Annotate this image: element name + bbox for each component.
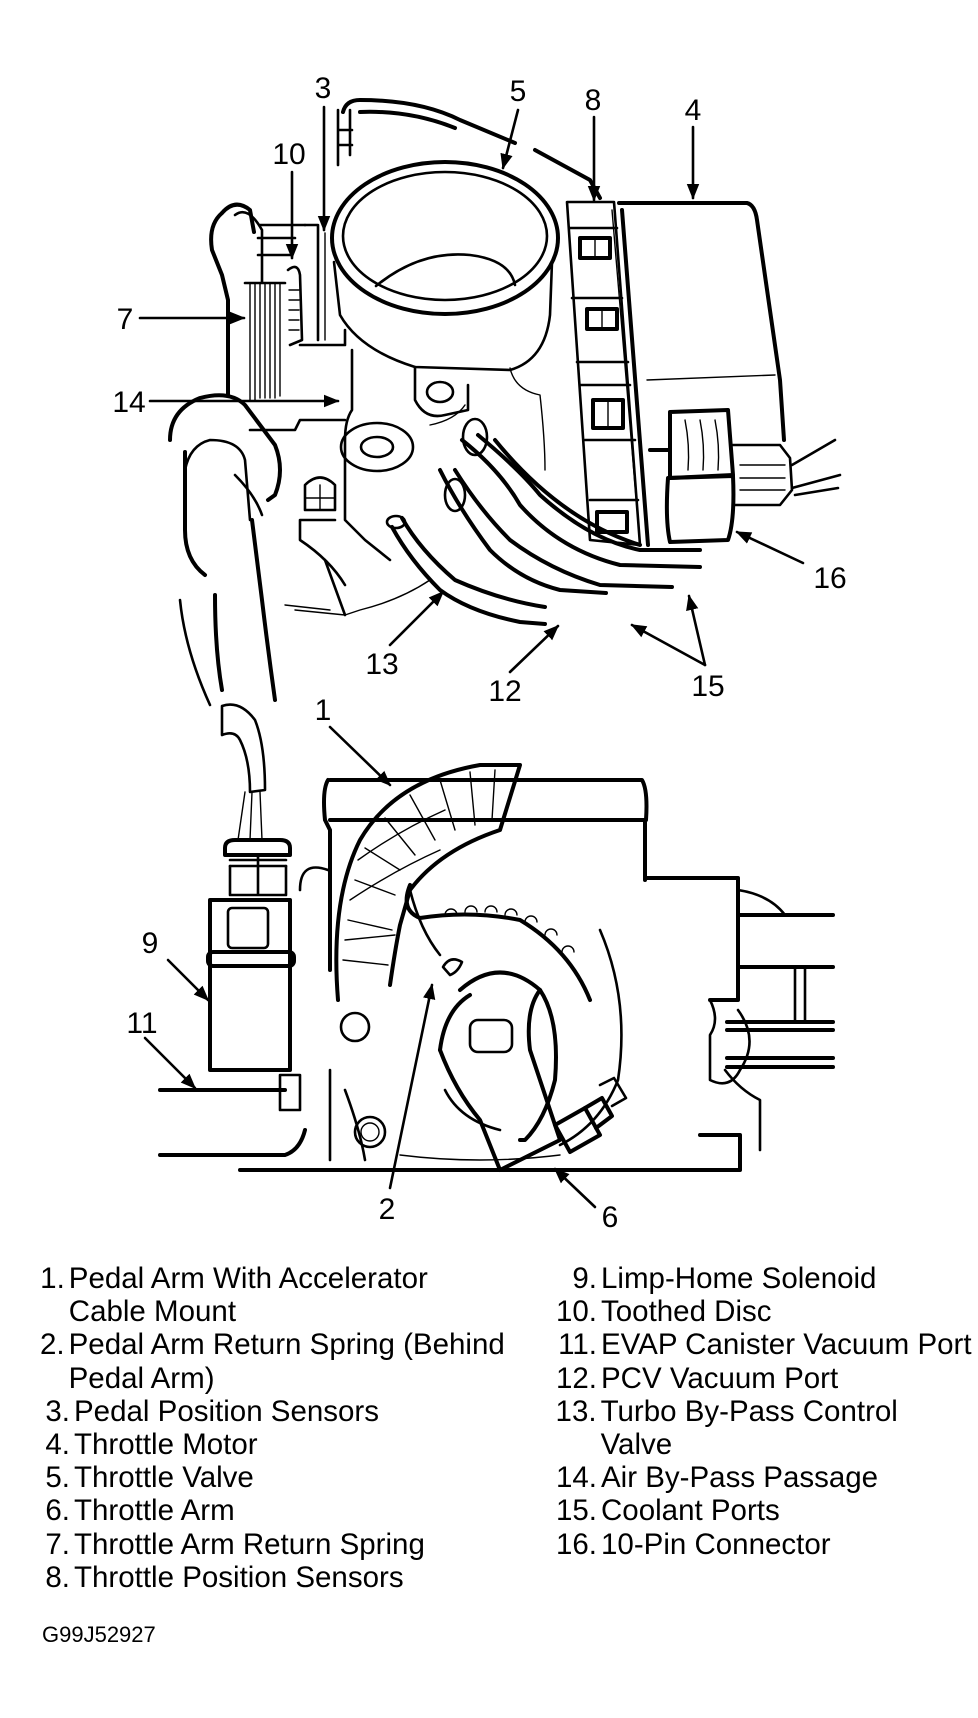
legend-text: Limp-Home Solenoid [601, 1262, 877, 1295]
throttle-position-sensors [565, 200, 642, 547]
legend-text: Air By-Pass Passage [601, 1461, 879, 1495]
leader-16 [735, 530, 805, 565]
legend-text: Throttle Motor [74, 1428, 258, 1462]
figure-code: G99J52927 [42, 1622, 156, 1647]
legend-number: 4. [45, 1428, 70, 1462]
legend-item: 7.Throttle Arm Return Spring [40, 1528, 510, 1561]
legend-text: EVAP Canister Vacuum Port [601, 1328, 972, 1362]
legend-item: 10.Toothed Disc [535, 1295, 975, 1328]
legend-number: 7. [45, 1527, 70, 1561]
leader-15a [686, 594, 707, 667]
leader-6 [553, 1167, 597, 1209]
legend-item: 13.Turbo By-Pass Control Valve [535, 1395, 975, 1461]
legend-number: 6. [45, 1494, 70, 1528]
leader-13 [388, 590, 445, 647]
callout-labels: 3 5 8 4 10 7 14 16 13 12 15 1 9 11 2 6 [112, 72, 846, 1234]
pedal-arm [334, 763, 522, 1043]
legend-number: 5. [45, 1461, 70, 1495]
callout-1: 1 [315, 694, 332, 727]
callout-5: 5 [510, 75, 527, 108]
legend-item: 12.PCV Vacuum Port [535, 1362, 975, 1395]
leader-15b [630, 623, 707, 667]
legend-text: Throttle Valve [74, 1461, 254, 1495]
callout-12: 12 [488, 675, 521, 708]
callout-4: 4 [685, 94, 702, 127]
callout-2: 2 [379, 1193, 396, 1226]
throttle-valve [330, 160, 560, 372]
legend-number: 9. [572, 1262, 597, 1295]
legend-item: 16.10-Pin Connector [535, 1528, 975, 1561]
leader-11 [143, 1036, 197, 1090]
throttle-body-illustration: 3 5 8 4 10 7 14 16 13 12 15 1 9 11 2 6 [112, 72, 846, 1234]
lower-housing [158, 888, 835, 1172]
leader-5 [500, 108, 520, 170]
legend-item: 1.Pedal Arm With Accelerator Cable Mount [40, 1262, 510, 1328]
legend-number: 12. [555, 1361, 597, 1395]
legend-number: 10. [555, 1295, 597, 1329]
legend-number: 16. [555, 1527, 597, 1561]
legend-item: 14.Air By-Pass Passage [535, 1461, 975, 1494]
legend-left-column: 1.Pedal Arm With Accelerator Cable Mount… [40, 1262, 510, 1594]
legend-number: 11. [558, 1328, 597, 1362]
throttle-arm [438, 958, 628, 1172]
legend-text: Turbo By-Pass Control Valve [600, 1394, 898, 1462]
legend-number: 8. [45, 1560, 70, 1594]
legend-text: Throttle Arm Return Spring [74, 1527, 425, 1561]
legend-text: Pedal Arm Return Spring (Behind Pedal Ar… [68, 1328, 505, 1395]
limp-home-solenoid [206, 703, 296, 1072]
callout-8: 8 [585, 84, 602, 117]
legend-number: 13. [555, 1394, 597, 1428]
callout-16: 16 [813, 562, 846, 595]
throttle-motor [611, 201, 786, 547]
legend-item: 11.EVAP Canister Vacuum Port [535, 1328, 975, 1361]
legend-text: Throttle Arm [74, 1494, 235, 1528]
throttle-body [248, 348, 546, 617]
left-hose [168, 393, 282, 707]
tubes [284, 417, 702, 626]
callout-15: 15 [691, 670, 724, 703]
callout-9: 9 [142, 927, 159, 960]
legend-item: 4.Throttle Motor [40, 1428, 510, 1461]
toothed-disc [404, 883, 623, 1147]
legend-item: 2.Pedal Arm Return Spring (Behind Pedal … [40, 1328, 510, 1394]
legend-right-column: 9.Limp-Home Solenoid 10.Toothed Disc 11.… [535, 1262, 975, 1561]
leader-1 [328, 725, 392, 787]
top-view [168, 98, 842, 707]
leader-2 [388, 983, 436, 1190]
bottom-view [158, 703, 835, 1172]
callout-3: 3 [315, 72, 332, 105]
throttle-arm-return-spring [209, 202, 307, 401]
callout-14: 14 [112, 386, 145, 419]
legend-item: 3.Pedal Position Sensors [40, 1395, 510, 1428]
legend-number: 1. [40, 1262, 65, 1295]
callout-7: 7 [117, 303, 134, 336]
callout-10: 10 [272, 138, 305, 171]
legend-text: Throttle Position Sensors [74, 1560, 404, 1594]
legend-text: Coolant Ports [601, 1494, 780, 1528]
legend-text: Toothed Disc [601, 1295, 772, 1329]
legend-item: 8.Throttle Position Sensors [40, 1561, 510, 1594]
leader-9 [166, 958, 210, 1002]
legend-number: 14. [555, 1461, 597, 1495]
legend-text: Pedal Arm With Accelerator Cable Mount [68, 1262, 428, 1329]
callout-leaders [138, 105, 805, 1209]
legend-number: 3. [45, 1394, 70, 1428]
legend-text: PCV Vacuum Port [601, 1361, 839, 1395]
legend-item: 5.Throttle Valve [40, 1461, 510, 1494]
callout-11: 11 [126, 1007, 157, 1040]
ten-pin-connector [648, 408, 842, 544]
callout-6: 6 [602, 1201, 619, 1234]
callout-13: 13 [365, 648, 398, 681]
legend-item: 9.Limp-Home Solenoid [535, 1262, 975, 1295]
legend-item: 15.Coolant Ports [535, 1494, 975, 1527]
legend-item: 6.Throttle Arm [40, 1494, 510, 1527]
leader-12 [508, 624, 560, 674]
legend-text: Pedal Position Sensors [74, 1394, 380, 1428]
legend-text: 10-Pin Connector [601, 1527, 831, 1561]
legend-number: 2. [40, 1328, 65, 1362]
legend-number: 15. [555, 1494, 597, 1528]
